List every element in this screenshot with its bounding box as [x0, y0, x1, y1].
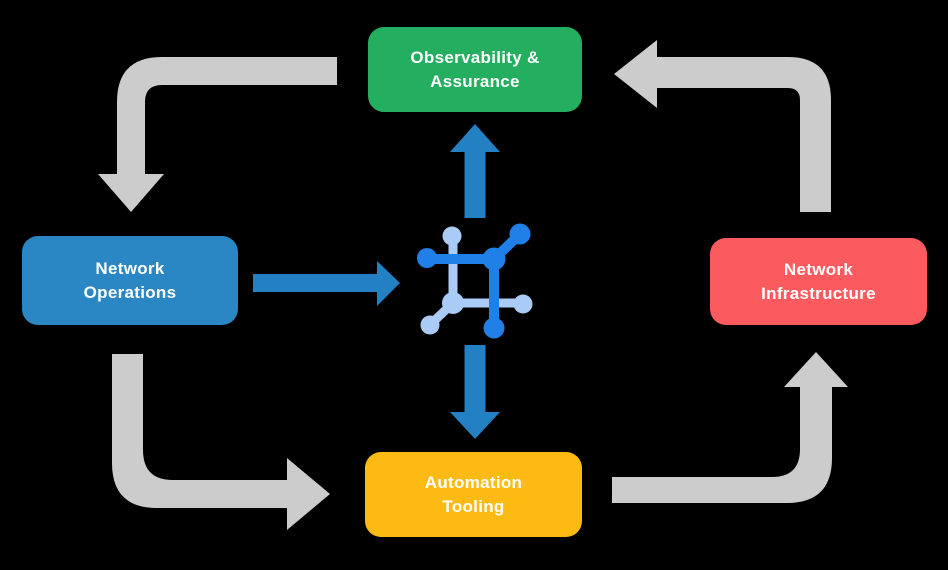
- node-label-line: Assurance: [430, 71, 520, 91]
- node-observability-assurance: Observability & Assurance: [368, 27, 582, 112]
- network-automation-icon: [417, 223, 533, 339]
- node-label-line: Infrastructure: [761, 283, 876, 303]
- node-label-line: Automation: [424, 473, 523, 493]
- arrow-observability-to-operations: [98, 57, 337, 212]
- node-label-line: Operations: [83, 282, 177, 302]
- arrow-center-to-observability: [450, 124, 500, 218]
- arrow-operations-to-center: [253, 261, 400, 306]
- arrow-center-to-automation: [450, 345, 500, 439]
- arrow-infrastructure-to-observability: [614, 40, 831, 212]
- node-label-line: Observability &: [410, 48, 540, 68]
- arrow-operations-to-automation: [112, 354, 330, 530]
- node-automation-tooling: Automation Tooling: [365, 452, 582, 537]
- node-label-line: Tooling: [442, 496, 505, 516]
- node-network-infrastructure: Network Infrastructure: [710, 238, 927, 325]
- node-label-line: Network: [95, 259, 165, 279]
- node-network-operations: Network Operations: [22, 236, 238, 325]
- node-label-line: Network: [783, 260, 854, 280]
- arrow-automation-to-infrastructure: [612, 352, 848, 503]
